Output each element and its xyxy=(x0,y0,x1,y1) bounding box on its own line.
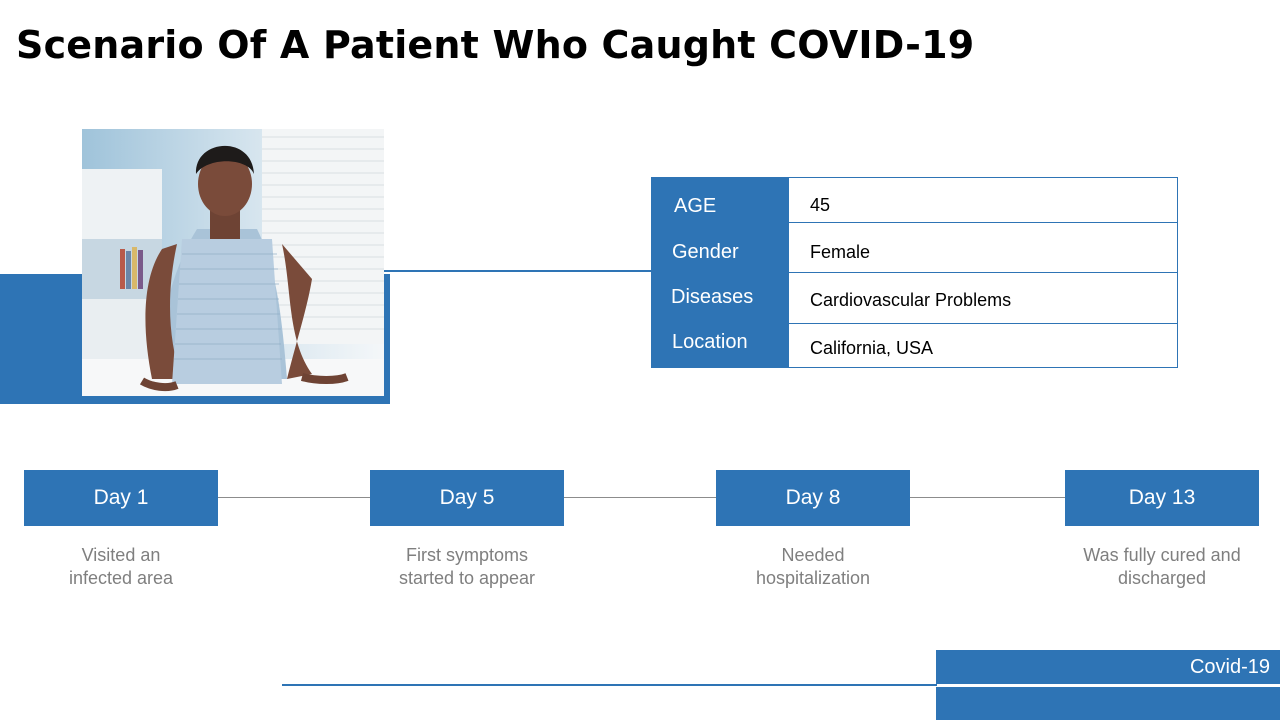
timeline-day-1-description: Visited an infected area xyxy=(1,544,241,590)
patient-photo xyxy=(82,129,384,396)
slide-title: Scenario Of A Patient Who Caught COVID-1… xyxy=(16,23,975,67)
description-line: hospitalization xyxy=(755,568,871,588)
description-line: Visited an xyxy=(81,545,161,565)
info-label-diseases: Diseases xyxy=(671,286,754,308)
description-line: infected area xyxy=(68,568,174,588)
footer-bar xyxy=(936,687,1280,720)
description-line: First symptoms xyxy=(405,545,528,565)
row-divider xyxy=(789,222,1177,223)
timeline-connector xyxy=(218,497,370,498)
timeline-connector xyxy=(910,497,1065,498)
info-value-gender: Female xyxy=(810,242,871,262)
info-label-location: Location xyxy=(672,331,748,353)
patient-info-labels-column: AGE Gender Diseases Location xyxy=(652,178,789,367)
timeline-day-13-description: Was fully cured and discharged xyxy=(1042,544,1280,590)
row-divider xyxy=(789,272,1177,273)
photo-to-table-connector xyxy=(384,270,652,272)
timeline-day-13-box: Day 13 xyxy=(1065,470,1259,526)
patient-info-table: AGE Gender Diseases Location 45 Female C… xyxy=(651,177,1178,368)
info-value-location: California, USA xyxy=(810,338,934,358)
description-line: Was fully cured and xyxy=(1083,545,1241,565)
description-line: started to appear xyxy=(398,568,536,588)
timeline-connector xyxy=(564,497,716,498)
description-line: Needed xyxy=(781,545,845,565)
patient-illustration-icon xyxy=(82,129,384,396)
row-divider xyxy=(789,323,1177,324)
footer-banner: Covid-19 xyxy=(936,650,1280,684)
info-value-age: 45 xyxy=(810,195,831,215)
timeline-day-5-box: Day 5 xyxy=(370,470,564,526)
info-value-diseases: Cardiovascular Problems xyxy=(810,290,1012,310)
description-line: discharged xyxy=(1117,568,1207,588)
footer-label: Covid-19 xyxy=(1189,656,1270,678)
info-label-gender: Gender xyxy=(672,241,739,263)
timeline-day-8-description: Needed hospitalization xyxy=(693,544,933,590)
info-label-age: AGE xyxy=(674,195,717,217)
timeline-day-5-description: First symptoms started to appear xyxy=(347,544,587,590)
timeline-day-8-box: Day 8 xyxy=(716,470,910,526)
patient-info-values-column: 45 Female Cardiovascular Problems Califo… xyxy=(789,178,1177,367)
footer-line xyxy=(282,684,937,686)
timeline-day-1-box: Day 1 xyxy=(24,470,218,526)
